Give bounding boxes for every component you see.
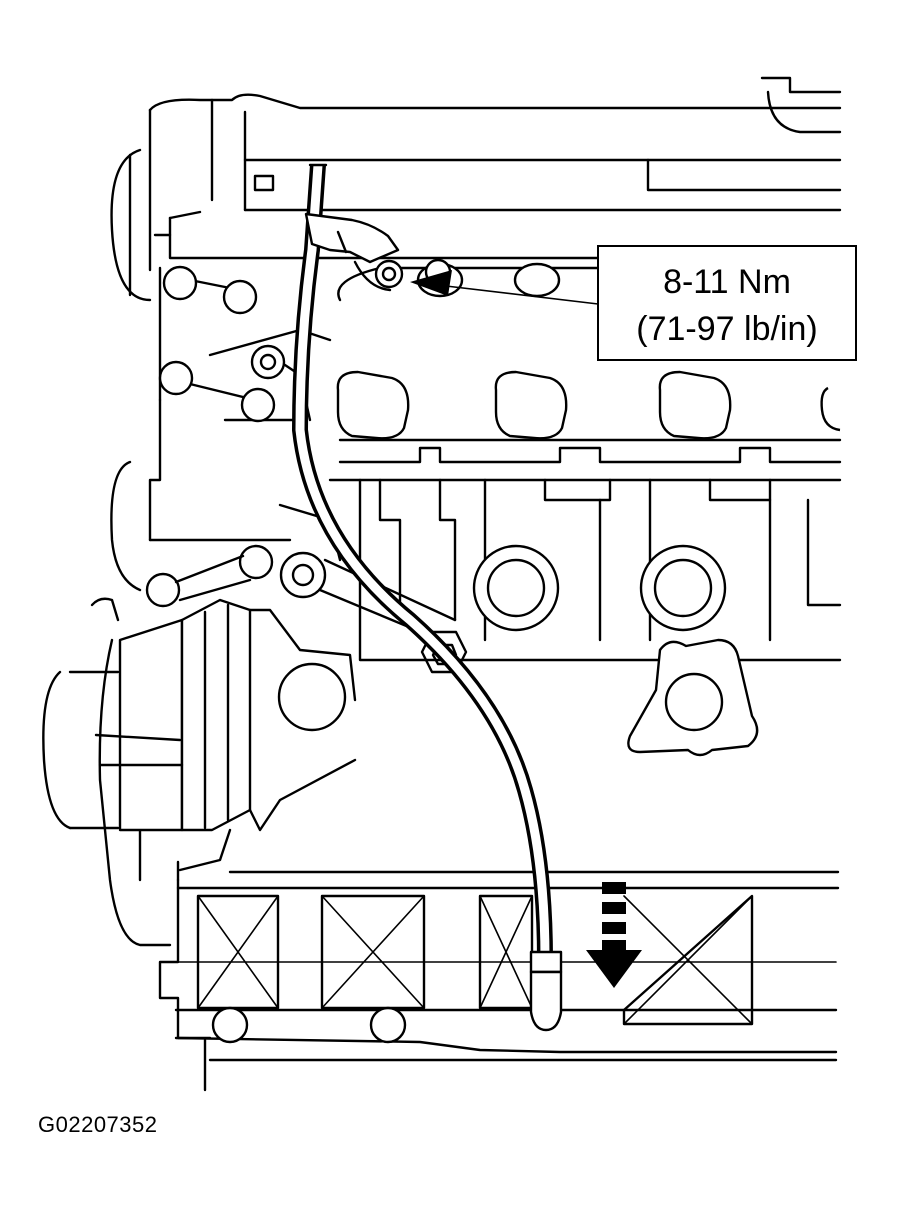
callout-box bbox=[597, 245, 857, 361]
down-arrow-icon bbox=[586, 882, 642, 988]
torque-nm-label: 8-11 Nm bbox=[663, 263, 791, 301]
head-port bbox=[513, 262, 561, 298]
timing-cover-brackets bbox=[110, 265, 468, 674]
engine-block bbox=[176, 478, 842, 890]
dipstick-tube bbox=[291, 163, 563, 1032]
torque-callout: 8-11 Nm (71-97 lb/in) bbox=[410, 245, 857, 361]
leader-arrow-icon bbox=[410, 270, 452, 296]
cylinder-head-cover bbox=[110, 76, 842, 302]
leader-line bbox=[445, 285, 599, 305]
front-pulleys bbox=[42, 597, 357, 947]
cylinder-head bbox=[153, 210, 842, 482]
oil-pan bbox=[158, 878, 838, 1092]
figure-id: G02207352 bbox=[38, 1112, 158, 1137]
dipstick-bracket bbox=[304, 212, 400, 264]
torque-lbin-label: (71-97 lb/in) bbox=[636, 310, 817, 348]
